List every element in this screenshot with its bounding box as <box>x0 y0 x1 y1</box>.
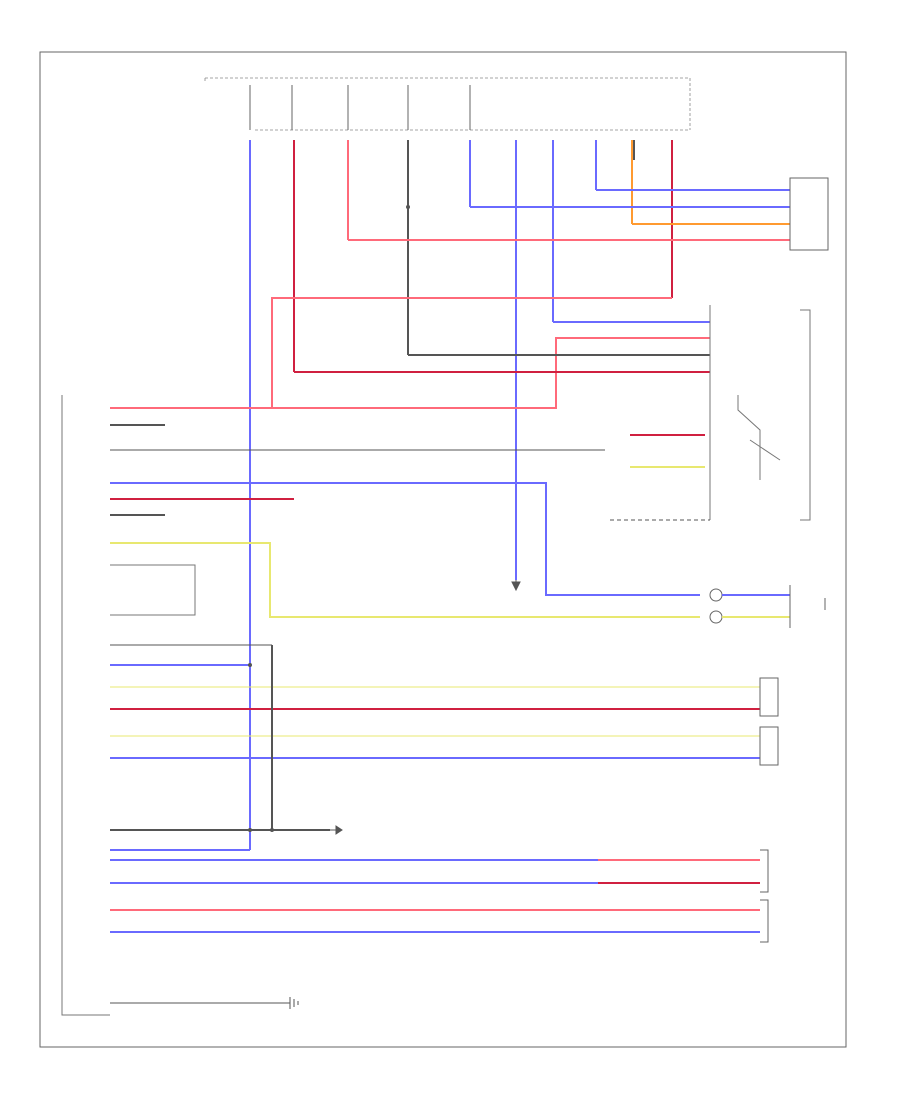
junction-dot <box>248 663 252 667</box>
lamp-2 <box>709 610 723 624</box>
wire-left-yellow <box>110 542 700 618</box>
ground-2-arrow <box>335 825 343 835</box>
diagram-frame <box>39 51 847 1048</box>
junction-dots <box>248 205 410 832</box>
right-block-frame <box>709 305 811 521</box>
right-connector-1 <box>789 177 829 251</box>
fuse-symbols <box>249 85 471 130</box>
ground-3-path <box>280 997 299 1009</box>
right-connector-7 <box>760 849 769 943</box>
junction-dot <box>406 205 410 209</box>
ground-symbol <box>511 580 521 592</box>
ground-symbol-2 <box>330 825 343 835</box>
ground-arrow <box>511 581 521 592</box>
left-unit-frame <box>61 395 196 1016</box>
junction-dot <box>248 828 252 832</box>
wire-red-loop <box>271 297 672 408</box>
right-connector-5 <box>759 677 779 717</box>
switch-symbol <box>737 395 781 480</box>
right-connector-4 <box>789 585 826 628</box>
wire-left-blue-a <box>110 482 700 596</box>
top-fuse-block <box>204 77 691 131</box>
junction-dot <box>270 828 274 832</box>
ground-symbol-3 <box>280 997 299 1009</box>
lamp-1 <box>709 588 723 602</box>
right-connector-6 <box>759 726 779 766</box>
